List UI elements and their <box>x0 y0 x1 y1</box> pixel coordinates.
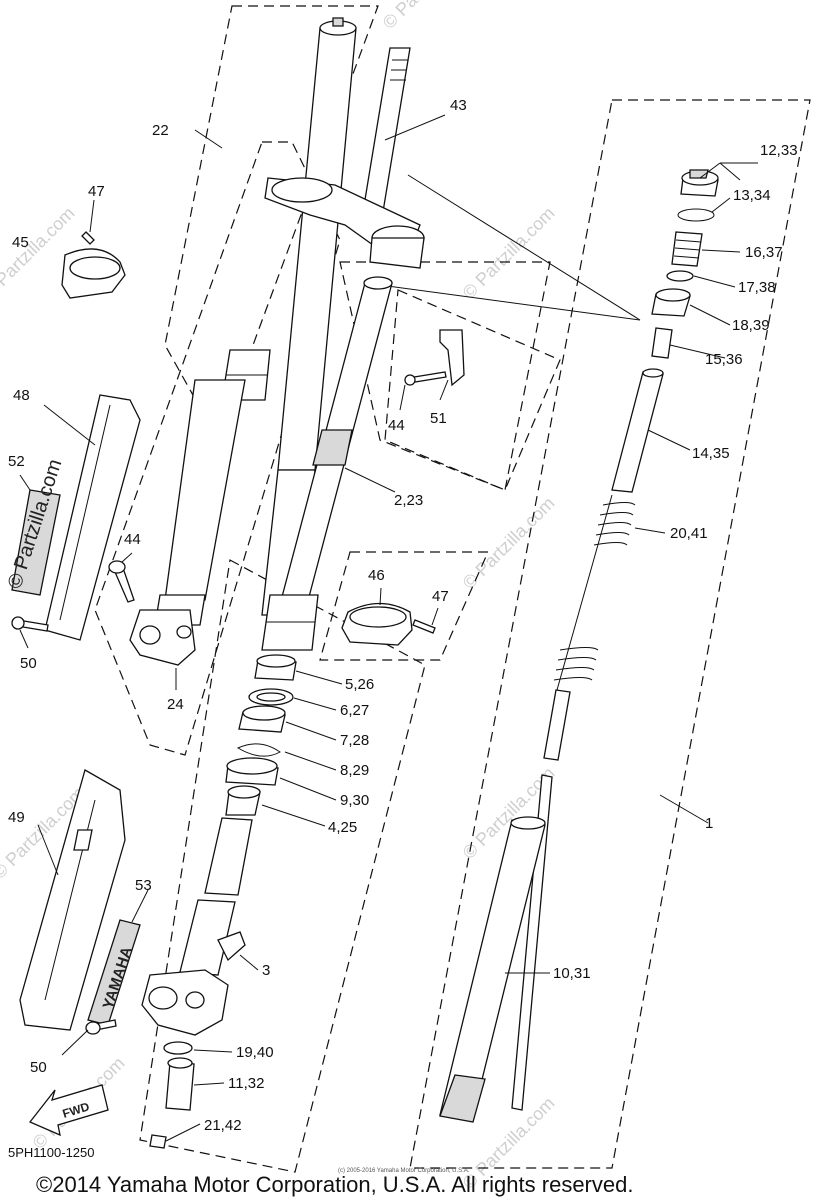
fine-print: (c) 2005-2016 Yamaha Motor Corporation, … <box>338 1168 470 1174</box>
base-valve-parts <box>149 1041 195 1149</box>
leader-lines <box>19 114 758 1142</box>
callout-18-39: 18,39 <box>732 317 770 334</box>
axle-leg-24 <box>129 379 246 666</box>
axle-leg-3 <box>141 817 253 1036</box>
watermark-text: © Partzilla.com <box>379 0 479 33</box>
callout-17-38: 17,38 <box>738 279 776 296</box>
callout-45: 45 <box>12 234 29 251</box>
callout-50-upper: 50 <box>20 655 37 672</box>
group-outline-24 <box>94 141 341 756</box>
callout-9-30: 9,30 <box>340 792 369 809</box>
callout-48: 48 <box>13 387 30 404</box>
callout-20-41: 20,41 <box>670 525 708 542</box>
callout-49: 49 <box>8 809 25 826</box>
callout-3: 3 <box>262 962 270 979</box>
callout-12-33: 12,33 <box>760 142 798 159</box>
callout-44-guide-bolt: 44 <box>388 417 405 434</box>
group-outline-44-51 <box>384 289 561 491</box>
callout-8-29: 8,29 <box>340 762 369 779</box>
copyright-notice: ©2014 Yamaha Motor Corporation, U.S.A. A… <box>36 1172 633 1197</box>
watermark-text: © Partzilla.com <box>459 203 559 303</box>
outer-tube-22 <box>221 17 357 616</box>
callout-53: 53 <box>135 877 152 894</box>
seal-stack <box>225 654 297 816</box>
callout-24: 24 <box>167 696 184 713</box>
callout-44-bolt: 44 <box>124 531 141 548</box>
callout-6-27: 6,27 <box>340 702 369 719</box>
callout-52: 52 <box>8 453 25 470</box>
callout-21-42: 21,42 <box>204 1117 242 1134</box>
outline-link-line <box>379 284 641 321</box>
callout-51: 51 <box>430 410 447 427</box>
cartridge-assembly-1 <box>439 169 719 1123</box>
inner-tube-2-23 <box>261 276 393 651</box>
callout-16-37: 16,37 <box>745 244 783 261</box>
callout-19-40: 19,40 <box>236 1044 274 1061</box>
callout-1: 1 <box>705 815 713 832</box>
fork-guard-clamp-46 <box>341 602 436 646</box>
callouts: 1 2,23 3 4,25 5,26 6,27 7,28 8,29 9,30 1… <box>8 97 798 1134</box>
callout-15-36: 15,36 <box>705 351 743 368</box>
callout-10-31: 10,31 <box>553 965 591 982</box>
group-outline-46 <box>319 551 489 661</box>
callout-46: 46 <box>368 567 385 584</box>
group-outline-1 <box>409 99 811 1169</box>
callout-4-25: 4,25 <box>328 819 357 836</box>
outline-link-line <box>407 174 641 321</box>
callout-47-lower: 47 <box>432 588 449 605</box>
bolts <box>11 560 135 1035</box>
callout-14-35: 14,35 <box>692 445 730 462</box>
fork-guard-48 <box>44 394 141 641</box>
callout-2-23: 2,23 <box>394 492 423 509</box>
callout-7-28: 7,28 <box>340 732 369 749</box>
hose-guide-51 <box>404 329 465 387</box>
callout-50-lower: 50 <box>30 1059 47 1076</box>
fork-guard-clamp-45 <box>61 231 126 299</box>
callout-11-32: 11,32 <box>228 1075 264 1092</box>
callout-13-34: 13,34 <box>733 187 771 204</box>
watermark-text: © Partzilla.com <box>459 493 559 593</box>
fwd-arrow: FWD <box>28 1084 109 1137</box>
callout-47-upper: 47 <box>88 183 105 200</box>
fork-guard-49 <box>19 769 126 1031</box>
diagram-code: 5PH1100-1250 <box>8 1145 95 1160</box>
steering-stem-43 <box>264 47 425 269</box>
callout-5-26: 5,26 <box>345 676 374 693</box>
callout-22: 22 <box>152 122 169 139</box>
callout-43: 43 <box>450 97 467 114</box>
guard-decal-52: © Partzilla.com <box>4 457 66 596</box>
